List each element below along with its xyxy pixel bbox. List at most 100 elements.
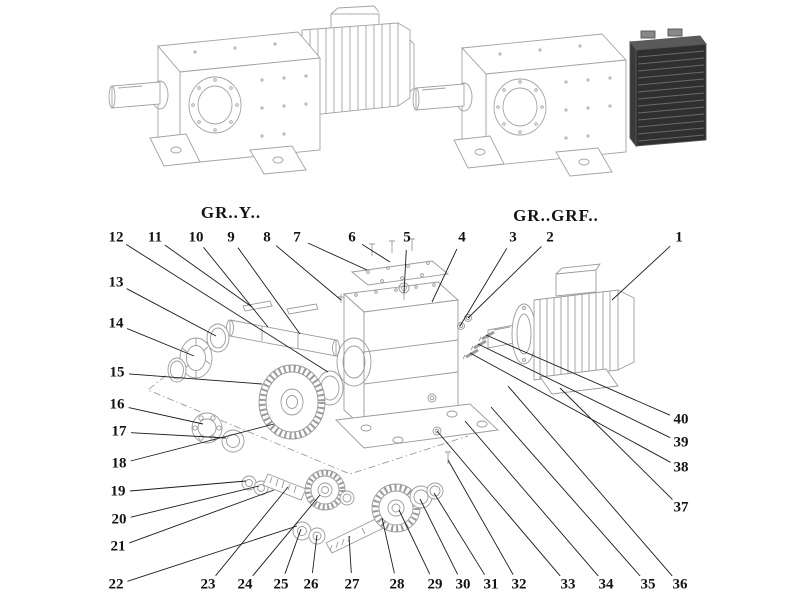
callout-13: 13 (108, 274, 124, 291)
motor-exploded (457, 263, 635, 395)
gearmotor-gr-grf-drawing (412, 28, 707, 177)
leader-line-10 (203, 247, 269, 328)
callout-14: 14 (108, 315, 124, 332)
leader-line-22 (127, 525, 298, 582)
intermediate-pinion-set (241, 469, 355, 511)
output-gear (258, 364, 326, 440)
leader-line-11 (164, 244, 253, 308)
callout-31: 31 (483, 576, 499, 593)
callout-1: 1 (675, 229, 683, 246)
leader-line-8 (275, 245, 342, 301)
output-shaft-assembly (167, 300, 340, 383)
output-shaft-left (108, 80, 169, 110)
callout-32: 32 (511, 576, 527, 593)
callout-3: 3 (509, 229, 517, 246)
leader-line-38 (469, 352, 671, 463)
leader-line-16 (128, 407, 204, 425)
leader-line-25 (284, 528, 302, 574)
callout-15: 15 (109, 364, 125, 381)
callout-2: 2 (546, 229, 554, 246)
exploded-view (147, 238, 635, 554)
leader-line-1 (611, 245, 671, 301)
callout-29: 29 (427, 576, 443, 593)
leader-line-4 (431, 248, 458, 303)
leader-line-40 (485, 334, 671, 416)
leader-line-9 (237, 247, 301, 335)
callout-21: 21 (110, 538, 126, 555)
callout-12: 12 (108, 229, 124, 246)
model-label-gr-grf: GR..GRF.. (513, 206, 599, 225)
leader-line-29 (398, 509, 431, 575)
low-speed-shaft-set (292, 482, 444, 554)
callout-18: 18 (111, 455, 127, 472)
leader-line-33 (436, 430, 561, 577)
leader-line-3 (459, 248, 508, 327)
callout-34: 34 (598, 576, 614, 593)
callout-17: 17 (111, 423, 127, 440)
callout-5: 5 (403, 229, 411, 246)
callout-23: 23 (200, 576, 216, 593)
leader-line-26 (311, 534, 318, 574)
leader-line-6 (361, 244, 391, 263)
ball-bearings (191, 412, 245, 453)
leader-line-19 (129, 480, 247, 492)
dark-finned-block (629, 28, 707, 148)
callout-22: 22 (108, 576, 124, 593)
callout-24: 24 (237, 576, 253, 593)
leader-line-17 (130, 432, 227, 439)
callout-33: 33 (560, 576, 576, 593)
callout-35: 35 (640, 576, 656, 593)
leader-line-14 (126, 328, 195, 357)
leader-line-21 (129, 489, 275, 544)
leader-line-27 (348, 535, 352, 574)
callout-9: 9 (227, 229, 235, 246)
leader-lines (125, 242, 673, 582)
callout-20: 20 (111, 511, 127, 528)
callout-8: 8 (263, 229, 271, 246)
callout-27: 27 (344, 576, 360, 593)
leader-line-36 (507, 385, 673, 577)
mounting-feet-right (453, 135, 613, 177)
leader-line-30 (419, 498, 459, 575)
leader-line-20 (130, 485, 260, 518)
callout-30: 30 (455, 576, 471, 593)
leader-line-32 (447, 459, 514, 575)
callout-36: 36 (672, 576, 688, 593)
leader-line-2 (467, 246, 542, 319)
leader-line-5 (403, 249, 407, 294)
leader-line-37 (559, 387, 673, 500)
leader-line-34 (464, 420, 599, 577)
model-label-gr-y: GR..Y.. (200, 203, 262, 222)
gearbox-housing (336, 281, 460, 430)
leader-line-18 (130, 423, 275, 462)
leader-line-31 (433, 492, 486, 576)
cover-bolts (369, 238, 415, 256)
callout-6: 6 (348, 229, 356, 246)
leader-line-13 (126, 288, 217, 337)
output-shaft-right (412, 82, 473, 112)
callout-16: 16 (109, 396, 125, 413)
gearbox-housing-right (461, 33, 627, 168)
callout-19: 19 (110, 483, 126, 500)
motor-body (301, 22, 415, 117)
gearmotor-gr-y-drawing (108, 5, 415, 175)
callout-4: 4 (458, 229, 466, 246)
gearbox-housing-left (157, 31, 321, 166)
leader-line-35 (490, 406, 641, 577)
inspection-cover (350, 260, 450, 286)
leader-line-39 (477, 343, 671, 439)
callout-26: 26 (303, 576, 319, 593)
callout-38: 38 (673, 459, 689, 476)
callout-37: 37 (673, 499, 689, 516)
callout-7: 7 (293, 229, 301, 246)
callout-25: 25 (273, 576, 289, 593)
leader-line-12 (125, 244, 329, 373)
callout-40: 40 (673, 411, 689, 428)
callout-39: 39 (673, 434, 689, 451)
leader-line-28 (381, 517, 395, 574)
leader-line-24 (252, 494, 321, 577)
leader-line-7 (307, 242, 368, 271)
callout-28: 28 (389, 576, 405, 593)
